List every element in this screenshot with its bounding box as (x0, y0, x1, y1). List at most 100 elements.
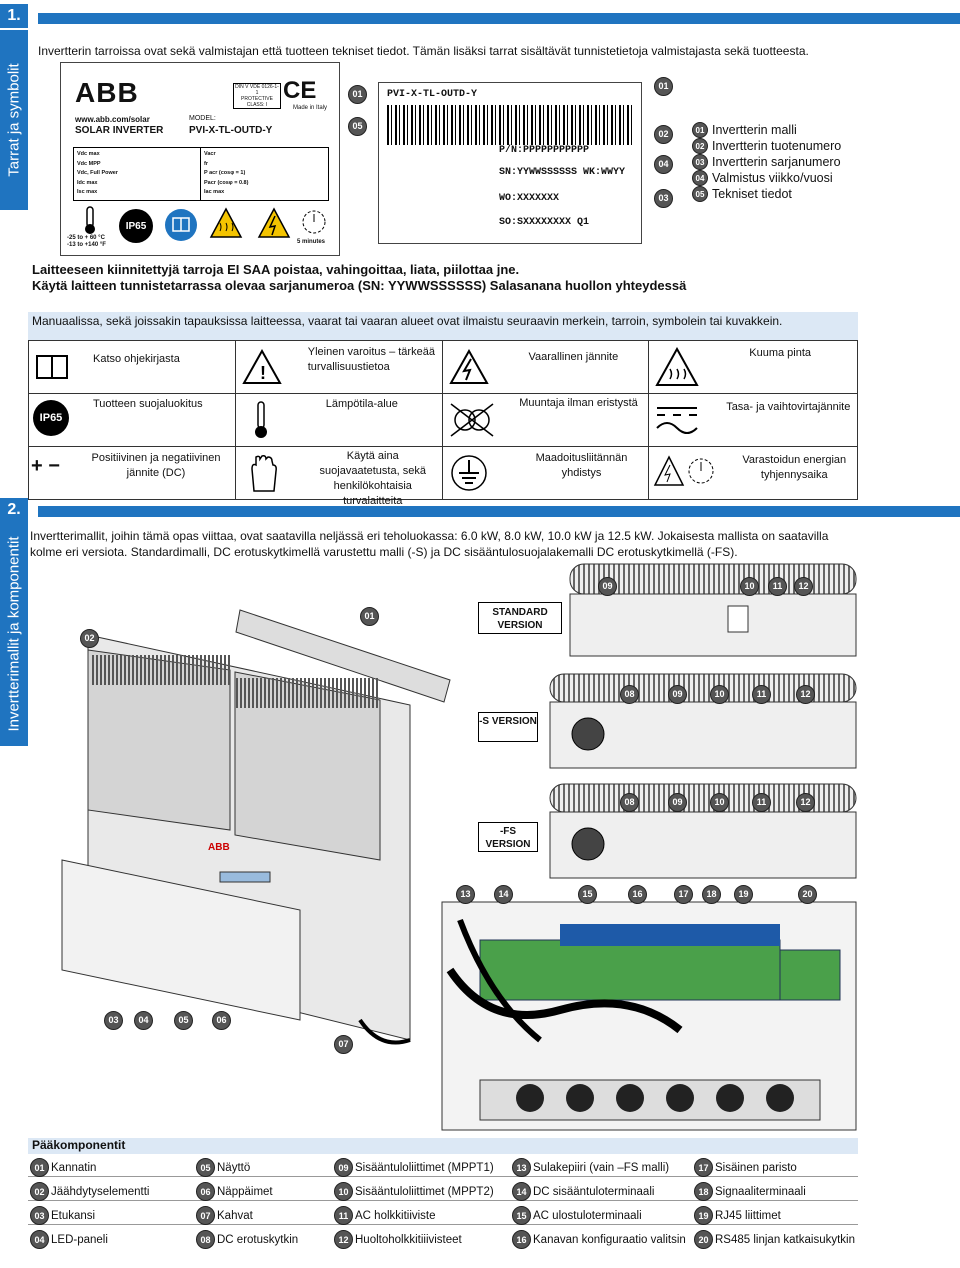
symbol-label: Lämpötila-alue (325, 398, 398, 410)
rating-dc-row: Idc max (77, 179, 98, 186)
rating-cert-box: DIN V VDE 0126-1-1 PROTECTIVE CLASS: I (233, 83, 281, 109)
warning-serial: Käytä laitteen tunnistetarrassa olevaa s… (32, 278, 687, 293)
version-standard: STANDARD VERSION (478, 602, 562, 634)
symbol-cell: Muuntaja ilman eristystä (441, 393, 650, 447)
divider (28, 1176, 858, 1177)
models-intro: Invertterimallit, joihin tämä opas viitt… (30, 529, 829, 559)
callout-11: 11 (752, 684, 771, 704)
symbol-cell: Katso ohjekirjasta (28, 340, 236, 394)
section-title-1: Tarrat ja symbolit (5, 63, 23, 177)
callout-17: 17 (674, 884, 693, 904)
barcode-icon (387, 105, 633, 145)
rating-ac-row: Vacr (204, 151, 216, 157)
discharge-time-icon (299, 207, 329, 242)
callout-05: 05 (174, 1010, 193, 1030)
ip65-icon: IP65 (119, 209, 153, 243)
rating-time: 5 minutes (297, 239, 326, 245)
high-voltage-icon (257, 207, 291, 244)
symbol-label: Maadoitusliitännän yhdistys (535, 452, 628, 479)
symbol-label: Tuotteen suojaluokitus (93, 398, 203, 410)
symbol-label: Yleinen varoitus – tärkeää turvallisuust… (307, 346, 435, 373)
id-sn: SN:YYWWSSSSSS WK:WWYY (499, 167, 626, 178)
callout-18: 18 (702, 884, 721, 904)
rating-dc-row: Vdc max (77, 151, 100, 157)
callout-10: 10 (740, 576, 759, 596)
version-s: -S VERSION (478, 712, 538, 742)
version-fs: -FS VERSION (478, 822, 538, 852)
internal-wiring-illustration (441, 901, 857, 1131)
callout-12: 12 (796, 792, 815, 812)
symbol-label: Vaarallinen jännite (528, 351, 619, 363)
callout-02: 02 (654, 124, 673, 144)
rating-product: SOLAR INVERTER (75, 125, 164, 136)
plus-minus-icon: + − (31, 455, 60, 477)
inverter-illustration: ABB (61, 609, 451, 1045)
symbol-cell: Käytä aina suojavaatetusta, sekä henkilö… (234, 446, 443, 507)
section-header-bar (38, 13, 960, 24)
callout-04: 04 (134, 1010, 153, 1030)
fs-bottom-panel (549, 783, 857, 879)
id-wo: WO:XXXXXXX (499, 193, 560, 204)
rating-made-in: Made in Italy (293, 105, 328, 111)
callout-12: 12 (796, 684, 815, 704)
read-manual-icon (165, 209, 197, 241)
callout-15: 15 (578, 884, 597, 904)
callout-10: 10 (710, 792, 729, 812)
thermometer-icon (79, 205, 101, 235)
rating-dc-column: Vdc max Vdc MPP Vdc, Full Power Idc max … (74, 148, 201, 200)
callout-03: 03 (104, 1010, 123, 1030)
symbol-label: Positiivinen ja negatiivinen jännite (DC… (91, 452, 221, 479)
symbol-cell: Maadoitusliitännän yhdistys (441, 446, 650, 500)
symbols-row: + − Positiivinen ja negatiivinen jännite… (28, 446, 858, 507)
rating-model-label: MODEL: (189, 115, 216, 122)
general-warning-icon: ! (242, 349, 282, 384)
svg-text:!: ! (260, 363, 266, 383)
rating-ac-column: Vacr fr P acr (cosφ = 1) Pacr (cosφ = 0.… (201, 148, 328, 200)
symbol-cell: Varastoidun energian tyhjennysaika (648, 446, 858, 500)
rating-label: ABB www.abb.com/solar SOLAR INVERTER MOD… (60, 62, 340, 256)
section-sidebar-2: Invertterimallit ja komponentit (0, 522, 28, 746)
rating-ac-row: P acr (cosφ = 1) (204, 170, 246, 176)
section-number-2: 2. (0, 498, 28, 522)
symbol-label: Katso ohjekirjasta (93, 353, 180, 365)
protective-gloves-icon (250, 455, 277, 492)
id-model: PVI-X-TL-OUTD-Y (387, 89, 478, 100)
callout-01: 01 (654, 76, 673, 96)
callout-20: 20 (798, 884, 817, 904)
symbol-label: Kuuma pinta (749, 347, 812, 359)
warning-labels: Laitteeseen kiinnitettyjä tarroja EI SAA… (32, 262, 520, 277)
symbols-table: Katso ohjekirjasta ! Yleinen varoitus – … (28, 340, 858, 507)
symbol-label: Käytä aina suojavaatetusta, sekä henkilö… (319, 450, 426, 507)
symbols-row: IP65 Tuotteen suojaluokitus Lämpötila-al… (28, 393, 858, 447)
section-title-2: Invertterimallit ja komponentit (5, 536, 23, 732)
symbol-label: Muuntaja ilman eristystä (519, 397, 638, 409)
identification-label: PVI-X-TL-OUTD-Y P/N:PPPPPPPPPPP SN:YYWWS… (378, 82, 642, 244)
callout-03: 03 (654, 188, 673, 208)
callout-06: 06 (212, 1010, 231, 1030)
callout-02: 02 (80, 628, 99, 648)
rating-dc-row: Vdc, Full Power (77, 170, 118, 176)
section-number-1: 1. (0, 4, 28, 28)
id-pn: P/N:PPPPPPPPPPP (499, 145, 590, 156)
rating-website: www.abb.com/solar (75, 115, 150, 124)
callout-05: 05 (348, 116, 367, 136)
callout-01: 01 (348, 84, 367, 104)
rating-dc-row: Vdc MPP (77, 160, 101, 167)
ip65-icon: IP65 (33, 400, 69, 436)
symbol-cell: Lämpötila-alue (234, 393, 443, 447)
symbol-cell: Tasa- ja vaihtovirtajännite (648, 393, 858, 447)
